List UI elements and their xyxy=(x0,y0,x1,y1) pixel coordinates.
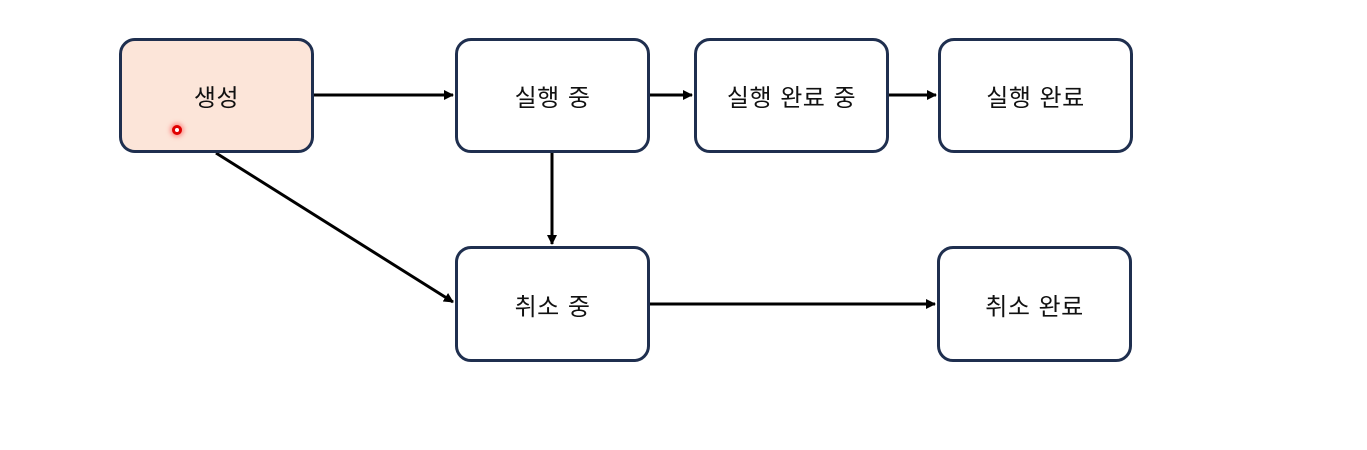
node-running[interactable]: 실행 중 xyxy=(455,38,650,153)
node-cancelled[interactable]: 취소 완료 xyxy=(937,246,1132,362)
node-created-label: 생성 xyxy=(193,84,240,112)
node-cancelled-label: 취소 완료 xyxy=(985,292,1084,321)
node-completed-label: 실행 완료 xyxy=(986,84,1085,112)
cursor-pointer-icon xyxy=(172,125,182,135)
node-running-label: 실행 중 xyxy=(514,84,591,112)
node-completing[interactable]: 실행 완료 중 xyxy=(694,38,889,153)
node-completing-label: 실행 완료 중 xyxy=(726,84,857,112)
node-cancelling-label: 취소 중 xyxy=(514,292,591,321)
arrow-created-to-cancelling xyxy=(215,151,454,304)
node-cancelling[interactable]: 취소 중 xyxy=(455,246,650,362)
node-completed[interactable]: 실행 완료 xyxy=(938,38,1133,153)
node-created[interactable]: 생성 xyxy=(119,38,314,153)
